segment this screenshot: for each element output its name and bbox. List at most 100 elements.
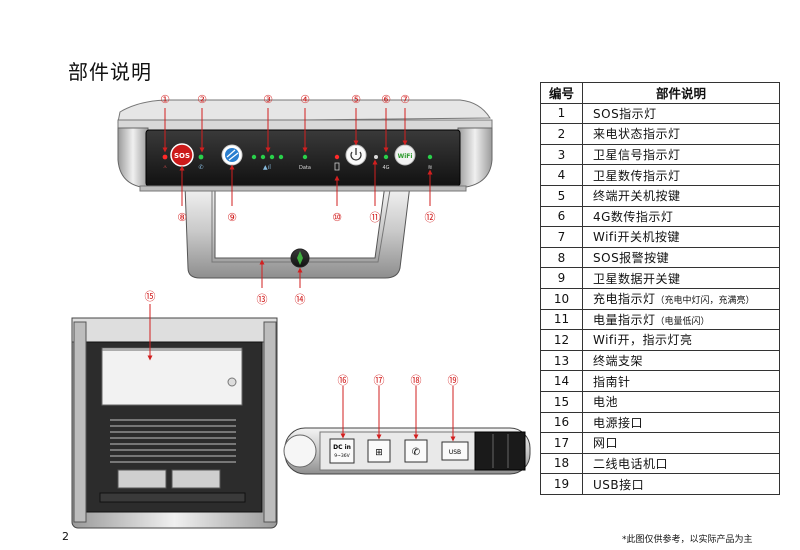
callout-3: ③ xyxy=(263,93,273,106)
row-description-text: 电源接口 xyxy=(593,415,644,430)
callout-16: ⑯ xyxy=(338,374,349,387)
row-description: 电源接口 xyxy=(582,411,780,434)
header-description: 部件说明 xyxy=(582,82,780,104)
callout-12: ⑫ xyxy=(425,211,436,224)
callout-18: ⑱ xyxy=(411,374,422,387)
wifi-status-light xyxy=(427,154,433,160)
row-number: 12 xyxy=(540,329,583,351)
front-view-device: ⚠ SOS ✆ ▲ıl Data xyxy=(117,99,493,279)
table-row: 4 卫星数传指示灯 xyxy=(540,164,780,186)
callout-4: ④ xyxy=(300,93,310,106)
callout-13: ⑬ xyxy=(257,293,268,306)
svg-text:USB: USB xyxy=(449,449,461,456)
sos-indicator-light xyxy=(162,154,168,160)
battery-light xyxy=(374,155,378,159)
svg-text:⊞: ⊞ xyxy=(375,448,383,458)
row-number: 7 xyxy=(540,226,583,248)
row-description-text: 卫星数据开关键 xyxy=(593,271,681,286)
row-description-text: 指南针 xyxy=(593,374,631,389)
row-description: 卫星数传指示灯 xyxy=(582,164,780,186)
call-status-light xyxy=(198,154,204,160)
callout-numbers: ① ② ③ ④ ⑤ ⑥ ⑦ ⑧ ⑨ ⑩ ⑪ ⑫ ⑬ ⑭ ⑮ ⑯ ⑰ ⑱ ⑲ xyxy=(145,93,459,387)
row-number: 18 xyxy=(540,452,583,475)
row-description: Wifi开关机按键 xyxy=(582,226,780,248)
table-row: 16 电源接口 xyxy=(540,411,780,434)
vent-slots xyxy=(110,419,236,463)
svg-text:DC in: DC in xyxy=(333,444,351,451)
table-row: 9 卫星数据开关键 xyxy=(540,267,780,289)
battery-cover xyxy=(101,347,243,406)
callout-5: ⑤ xyxy=(351,93,361,106)
callout-11: ⑪ xyxy=(370,211,381,224)
row-description: 电池 xyxy=(582,390,780,413)
row-description: 4G数传指示灯 xyxy=(582,205,780,228)
row-description-text: Wifi开关机按键 xyxy=(593,230,680,245)
row-description-text: 充电指示灯 xyxy=(593,292,656,307)
footnote: *此图仅供参考，以实际产品为主 xyxy=(622,535,753,545)
row-number: 3 xyxy=(540,143,583,166)
callout-8: ⑧ xyxy=(177,211,187,224)
row-number: 10 xyxy=(540,287,583,310)
table-row: 12 Wifi开，指示灯亮 xyxy=(540,329,780,351)
row-number: 15 xyxy=(540,390,583,413)
table-row: 3 卫星信号指示灯 xyxy=(540,143,780,166)
usb-port[interactable]: USB xyxy=(441,441,469,461)
callout-6: ⑥ xyxy=(381,93,391,106)
callout-10: ⑩ xyxy=(332,211,342,224)
row-description: Wifi开，指示灯亮 xyxy=(582,329,780,351)
row-description: 电量指示灯（电量低闪） xyxy=(582,308,780,331)
row-description-text: 终端开关机按键 xyxy=(593,189,681,204)
row-description-text: 终端支架 xyxy=(593,354,644,369)
svg-text:Data: Data xyxy=(299,165,311,171)
table-row: 1 SOS指示灯 xyxy=(540,102,780,125)
row-number: 16 xyxy=(540,411,583,434)
row-description: 指南针 xyxy=(582,370,780,392)
row-number: 4 xyxy=(540,164,583,186)
callout-15: ⑮ xyxy=(145,290,156,303)
callout-14: ⑭ xyxy=(295,293,306,306)
phone-port[interactable]: ✆ xyxy=(404,439,428,463)
row-number: 13 xyxy=(540,349,583,372)
row-number: 2 xyxy=(540,123,583,145)
wifi-button[interactable]: WiFi xyxy=(394,144,416,166)
table-row: 13 终端支架 xyxy=(540,349,780,372)
side-callout-lines xyxy=(340,386,456,442)
row-description: 卫星数据开关键 xyxy=(582,267,780,289)
row-number: 17 xyxy=(540,432,583,454)
page-number: 2 xyxy=(62,530,69,543)
side-view-device: DC in 9~36V ⊞ ✆ USB xyxy=(283,427,531,475)
callout-1: ① xyxy=(160,93,170,106)
ethernet-port[interactable]: ⊞ xyxy=(367,439,391,463)
row-description-text: 4G数传指示灯 xyxy=(593,209,674,224)
row-description-text: 卫星信号指示灯 xyxy=(593,148,681,163)
table-header-row: 编号 部件说明 xyxy=(540,82,780,104)
dc-power-port[interactable]: DC in 9~36V xyxy=(329,438,355,464)
row-description-text: SOS报警按键 xyxy=(593,251,670,266)
page-title: 部件说明 xyxy=(68,60,152,84)
row-number: 9 xyxy=(540,267,583,289)
back-view-device xyxy=(71,317,278,529)
row-number: 11 xyxy=(540,308,583,331)
row-description: SOS报警按键 xyxy=(582,246,780,269)
row-description-text: SOS指示灯 xyxy=(593,106,657,121)
svg-text:✆: ✆ xyxy=(412,447,420,458)
row-description-text: Wifi开，指示灯亮 xyxy=(593,333,693,348)
row-number: 1 xyxy=(540,102,583,125)
row-number: 5 xyxy=(540,184,583,207)
satellite-data-button[interactable] xyxy=(221,144,243,166)
sos-button[interactable]: SOS xyxy=(170,143,194,167)
callout-2: ② xyxy=(197,93,207,106)
power-button[interactable] xyxy=(345,144,367,166)
header-number: 编号 xyxy=(540,82,583,104)
row-description-text: 电量指示灯 xyxy=(593,312,656,327)
row-description-text: 卫星数传指示灯 xyxy=(593,168,681,183)
